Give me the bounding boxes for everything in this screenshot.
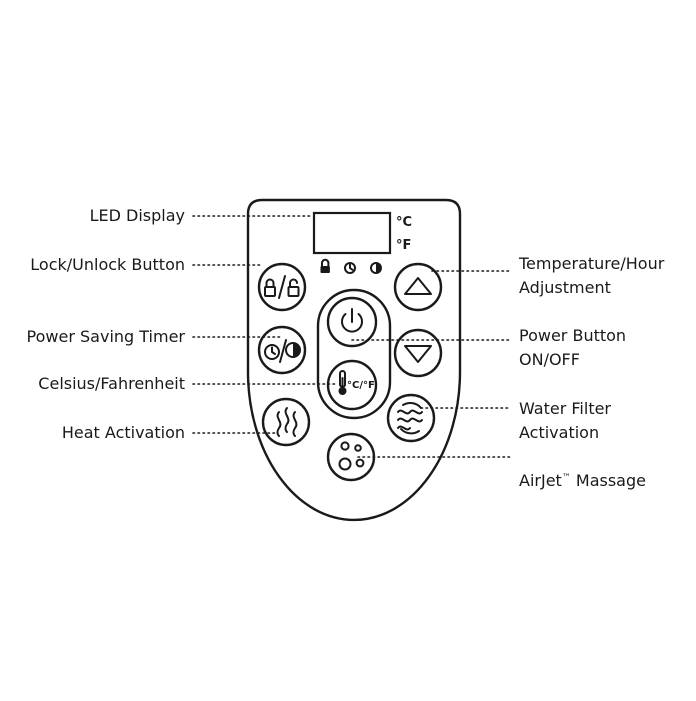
label-temperature-hour: Temperature/Hour [518,254,665,273]
power-saving-timer-icon [264,339,301,363]
leader-lines [192,215,511,458]
label-led-display: LED Display [90,206,185,225]
heat-waves-icon [276,407,298,437]
airjet-suffix: Massage [571,471,646,490]
label-airjet-massage: AirJet™ Massage [519,471,646,490]
label-celsius-fahrenheit: Celsius/Fahrenheit [38,374,185,393]
label-water-filter: Water Filter [519,399,611,418]
label-heat-activation: Heat Activation [62,423,185,442]
lock-status-icon [320,258,330,273]
airjet-trademark: ™ [562,473,571,483]
thermometer-icon [338,370,347,395]
power-saving-status-icon [370,262,382,274]
power-icon [341,308,363,333]
heat-activation-button[interactable] [261,397,311,447]
label-water-filter-line2: Activation [519,423,599,442]
water-filter-icon [397,402,423,435]
cf-button-label: °C/°F [347,380,375,391]
celsius-indicator: °C [396,215,412,230]
airjet-name: AirJet [519,471,562,490]
power-saving-timer-button[interactable] [257,325,307,375]
celsius-fahrenheit-button[interactable]: °C/°F [326,359,378,411]
water-filter-button[interactable] [386,393,436,443]
temperature-down-button[interactable] [393,328,443,378]
triangle-down-icon [404,345,432,363]
power-button[interactable] [326,296,378,348]
label-power-button: Power Button [519,326,626,345]
label-temperature-hour-line2: Adjustment [519,278,611,297]
fahrenheit-indicator: °F [396,238,411,253]
label-lock-unlock: Lock/Unlock Button [30,255,185,274]
air-bubbles-icon [338,441,365,471]
label-power-button-line2: ON/OFF [519,350,580,369]
triangle-up-icon [404,277,432,295]
label-power-saving-timer: Power Saving Timer [27,327,186,346]
led-display [312,211,392,255]
timer-status-icon [344,262,356,274]
airjet-massage-button[interactable] [326,432,376,482]
lock-unlock-button[interactable] [257,262,307,312]
lock-unlock-icon [264,275,300,299]
temperature-up-button[interactable] [393,262,443,312]
